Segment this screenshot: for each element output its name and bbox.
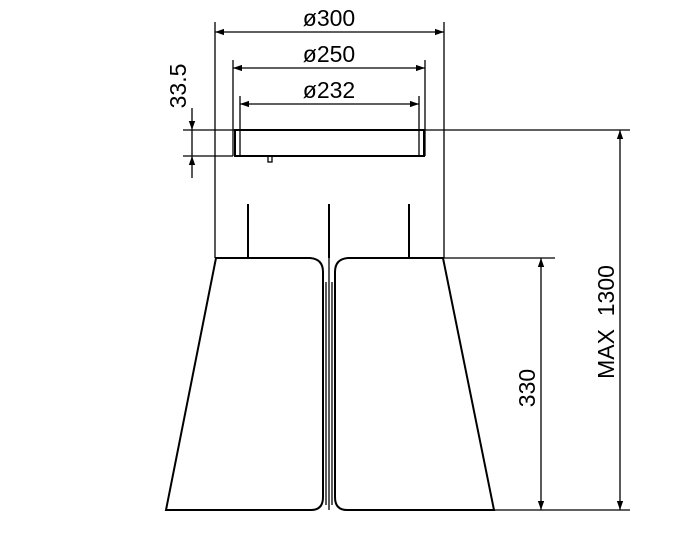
suspension-cables (247, 204, 410, 258)
pendant-shade (164, 257, 496, 511)
diameter-232-label: ø232 (303, 77, 355, 103)
ceiling-canopy (234, 129, 425, 163)
diameter-250-label: ø250 (303, 41, 355, 67)
canopy-screw (267, 155, 273, 163)
diameter-300-label: ø300 (303, 5, 355, 31)
overall-height-label: MAX 1300 (593, 265, 619, 379)
diameter-232-dimension: ø232 (239, 77, 420, 130)
diameter-300-dimension: ø300 (214, 5, 445, 258)
shade-height-dimension: 330 (443, 257, 630, 511)
canopy-height-label: 33.5 (165, 64, 191, 109)
canopy-height-dimension: 33.5 (165, 64, 630, 178)
overall-height-dimension: MAX 1300 (593, 130, 624, 510)
diameter-250-dimension: ø250 (232, 41, 426, 156)
shade-height-label: 330 (514, 369, 540, 407)
